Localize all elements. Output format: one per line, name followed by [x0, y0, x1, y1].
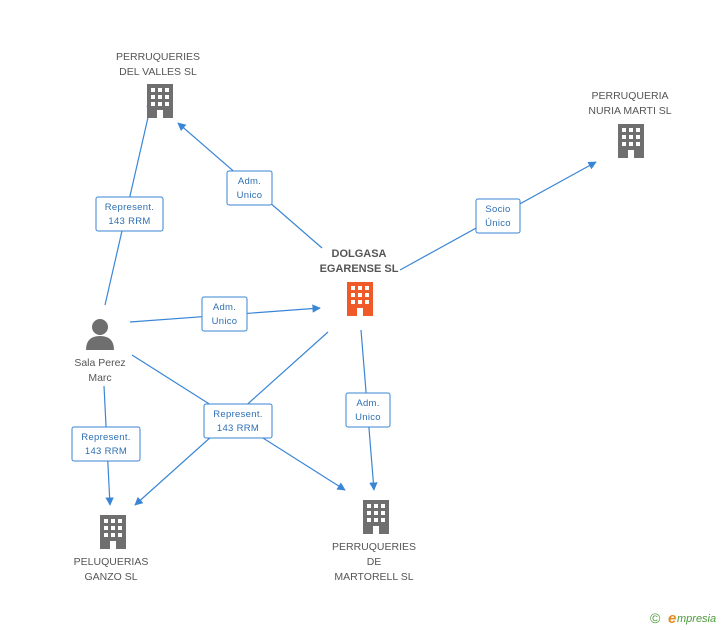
- svg-text:Socio: Socio: [485, 204, 510, 215]
- node-perruqueria-nuria-marti[interactable]: PERRUQUERIA NURIA MARTI SL: [588, 90, 672, 158]
- svg-text:PERRUQUERIES: PERRUQUERIES: [332, 541, 416, 553]
- node-sala-perez-marc[interactable]: Sala Perez Marc: [74, 319, 126, 384]
- svg-text:NURIA MARTI SL: NURIA MARTI SL: [588, 105, 671, 117]
- brand-logo: © e mpresia: [650, 610, 716, 627]
- edge-label-dolgasa-martorell[interactable]: Adm. Unico: [345, 392, 391, 428]
- svg-text:Marc: Marc: [88, 372, 111, 384]
- building-icon: [147, 84, 173, 118]
- svg-text:DEL VALLES SL: DEL VALLES SL: [119, 66, 197, 78]
- edge-label-sala-valles[interactable]: Represent. 143 RRM: [95, 196, 164, 232]
- building-icon: [363, 500, 389, 534]
- person-icon: [86, 319, 114, 350]
- svg-text:mpresia: mpresia: [677, 613, 716, 625]
- svg-text:143 RRM: 143 RRM: [217, 423, 259, 434]
- node-peluquerias-ganzo[interactable]: PELUQUERIAS GANZO SL: [74, 515, 149, 583]
- building-icon: [347, 282, 373, 316]
- svg-text:Sala Perez: Sala Perez: [74, 357, 125, 369]
- svg-text:DOLGASA: DOLGASA: [332, 248, 387, 260]
- svg-text:Unico: Unico: [212, 316, 238, 327]
- edge-label-dolgasa-nuria[interactable]: Socio Único: [475, 198, 521, 234]
- building-icon: [100, 515, 126, 549]
- svg-text:Represent.: Represent.: [105, 202, 154, 213]
- edge-label-sala-ganzo[interactable]: Represent. 143 RRM: [71, 426, 141, 462]
- node-dolgasa-egarense[interactable]: DOLGASA EGARENSE SL: [320, 248, 399, 316]
- svg-text:GANZO SL: GANZO SL: [84, 571, 137, 583]
- svg-text:Adm.: Adm.: [356, 398, 379, 409]
- svg-text:PERRUQUERIES: PERRUQUERIES: [116, 51, 200, 63]
- copyright-icon: ©: [650, 610, 661, 626]
- edge-label-dolgasa-valles[interactable]: Adm. Unico: [226, 170, 273, 206]
- svg-text:PELUQUERIAS: PELUQUERIAS: [74, 556, 149, 568]
- svg-text:MARTORELL SL: MARTORELL SL: [334, 571, 413, 583]
- node-perruqueries-del-valles[interactable]: PERRUQUERIES DEL VALLES SL: [116, 51, 200, 118]
- svg-text:EGARENSE SL: EGARENSE SL: [320, 263, 399, 275]
- svg-text:e: e: [668, 610, 676, 627]
- svg-text:Represent.: Represent.: [213, 409, 262, 420]
- svg-text:DE: DE: [367, 556, 382, 568]
- svg-text:Represent.: Represent.: [81, 432, 130, 443]
- edge-label-sala-dolgasa[interactable]: Adm. Unico: [201, 296, 248, 332]
- svg-text:Adm.: Adm.: [213, 302, 236, 313]
- edge-label-cross-represent[interactable]: Represent. 143 RRM: [203, 403, 273, 439]
- svg-text:143 RRM: 143 RRM: [108, 216, 150, 227]
- svg-text:Unico: Unico: [237, 190, 263, 201]
- svg-text:Unico: Unico: [355, 412, 381, 423]
- building-icon: [618, 124, 644, 158]
- svg-text:143 RRM: 143 RRM: [85, 446, 127, 457]
- svg-text:PERRUQUERIA: PERRUQUERIA: [591, 90, 668, 102]
- svg-text:Único: Único: [485, 218, 511, 229]
- svg-text:Adm.: Adm.: [238, 176, 261, 187]
- node-perruqueries-de-martorell[interactable]: PERRUQUERIES DE MARTORELL SL: [332, 500, 416, 583]
